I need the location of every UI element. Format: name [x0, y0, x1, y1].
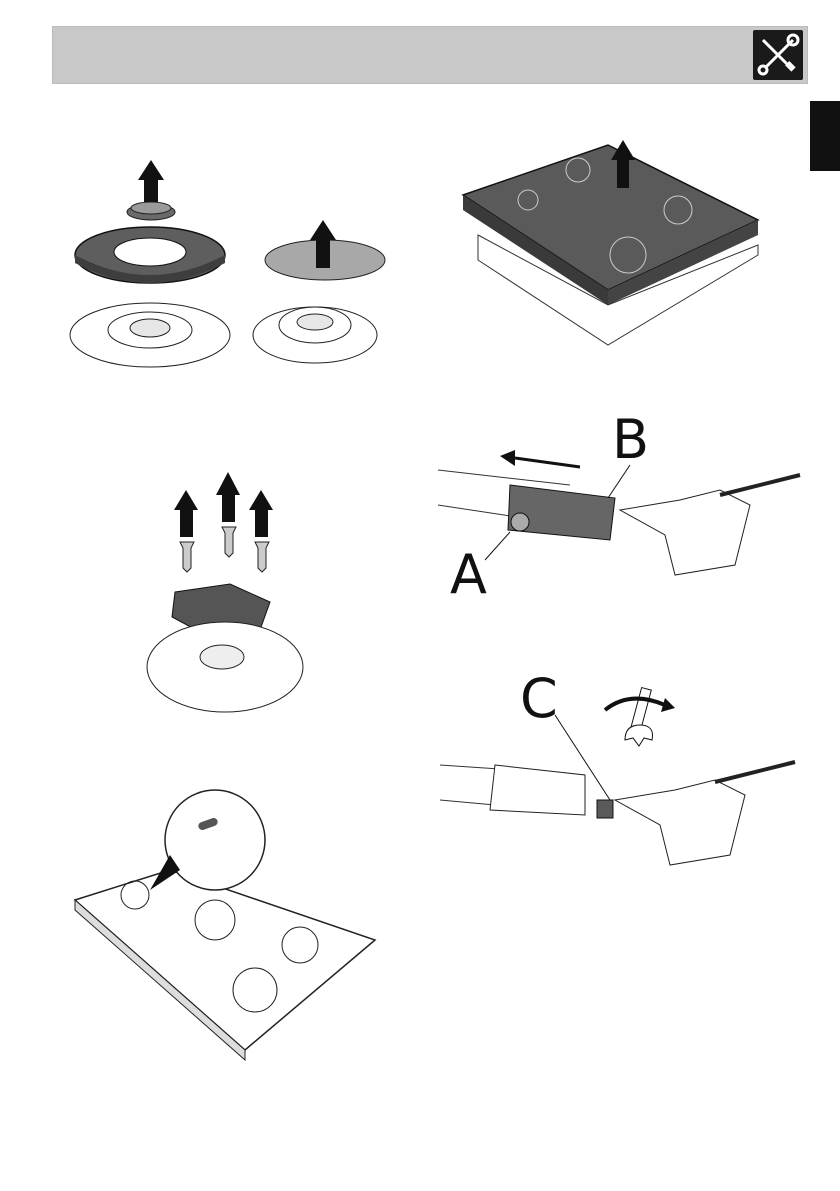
callout-b: B	[612, 413, 649, 467]
figure-remove-burner-caps	[60, 150, 400, 385]
page-header-band	[52, 26, 808, 84]
figure-remove-hob-top	[458, 130, 778, 360]
figure-remove-burner-screws	[150, 462, 370, 722]
figure-wrench-on-nut	[435, 670, 805, 900]
callout-c: C	[520, 672, 558, 726]
magnifier-icon	[150, 790, 265, 890]
lift-arrow-icon	[138, 160, 164, 208]
callout-a: A	[450, 548, 487, 602]
wrench-icon	[605, 688, 675, 746]
tools-icon	[753, 30, 803, 80]
language-tab	[810, 101, 840, 171]
figure-hob-detail-zoom	[70, 795, 400, 1065]
